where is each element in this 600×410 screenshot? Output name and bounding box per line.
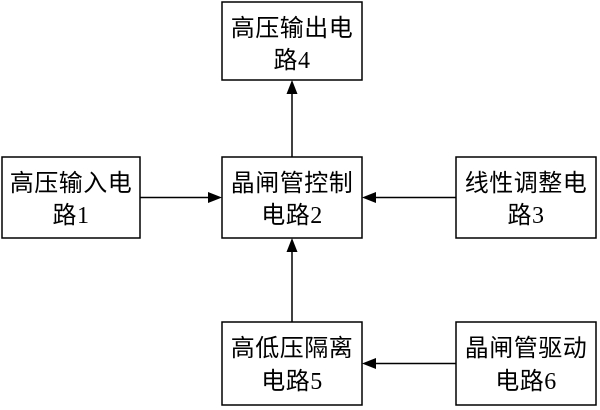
block-label-line-2: 电路5: [261, 368, 323, 395]
connector-layer: [140, 80, 456, 369]
block-frame: [221, 1, 363, 81]
block-thyristor-control-circuit: 晶闸管控制 电路2: [221, 156, 363, 239]
block-label-line-2: 路3: [508, 202, 545, 229]
connector-arrow: [362, 192, 456, 203]
block-frame: [221, 321, 363, 406]
block-label-line-2: 路1: [53, 202, 90, 229]
block-label-line-1: 晶闸管控制: [231, 170, 354, 197]
block-high-voltage-input-circuit: 高压输入电 路1: [1, 156, 141, 239]
block-label-line-2: 电路2: [261, 202, 323, 229]
block-isolation-circuit: 高低压隔离 电路5: [221, 321, 363, 406]
block-linear-adjustment-circuit: 线性调整电 路3: [455, 156, 597, 239]
connector-arrow: [140, 192, 222, 203]
connector-arrow: [286, 238, 298, 322]
block-label-line-1: 高压输入电: [10, 170, 133, 197]
block-high-voltage-output-circuit: 高压输出电 路4: [221, 1, 363, 81]
arrow-head: [286, 238, 298, 252]
block-label-line-1: 线性调整电: [465, 170, 588, 197]
block-thyristor-drive-circuit: 晶闸管驱动 电路6: [455, 321, 597, 406]
block-label-line-2: 路4: [274, 47, 311, 74]
arrow-head: [362, 358, 376, 369]
block-label-line-1: 晶闸管驱动: [465, 335, 588, 362]
arrow-head: [208, 192, 222, 203]
block-frame: [221, 156, 363, 239]
block-label-line-1: 高压输出电: [231, 15, 354, 42]
block-label-line-2: 电路6: [495, 368, 557, 395]
block-frame: [1, 156, 141, 239]
block-frame: [455, 321, 597, 406]
connector-arrow: [362, 358, 456, 369]
arrow-head: [286, 80, 298, 94]
arrow-head: [362, 192, 376, 203]
block-frame: [455, 156, 597, 239]
block-label-line-1: 高低压隔离: [231, 335, 354, 362]
connector-arrow: [286, 80, 298, 157]
